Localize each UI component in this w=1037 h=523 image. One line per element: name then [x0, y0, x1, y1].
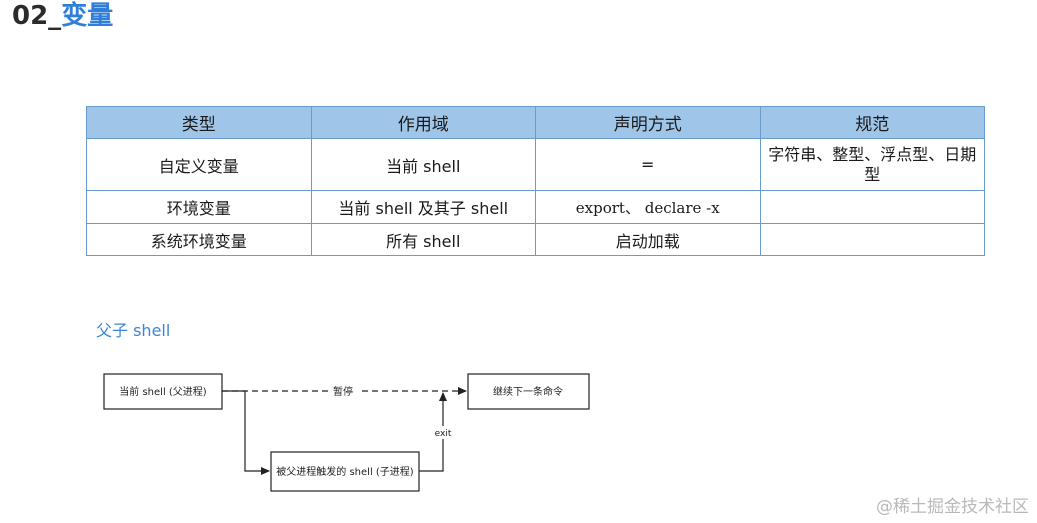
- page-title: 02_变量: [12, 0, 113, 32]
- cell-declaration: =: [535, 138, 761, 191]
- cell-declaration: export、 declare -x: [535, 190, 761, 224]
- cell-scope: 当前 shell 及其子 shell: [310, 190, 536, 224]
- parent-process-box: [103, 373, 223, 410]
- next-command-box: [467, 373, 590, 410]
- table-row: 自定义变量 当前 shell = 字符串、整型、浮点型、日期型: [86, 138, 985, 191]
- page-title-number: 02_: [12, 1, 62, 31]
- child-process-node: 被父进程触发的 shell (子进程): [270, 451, 420, 492]
- pause-label-bg: [328, 384, 358, 398]
- cell-scope: 所有 shell: [310, 223, 536, 256]
- parent-process-label: 当前 shell (父进程): [119, 385, 207, 398]
- cell-scope: 当前 shell: [310, 138, 536, 191]
- header-spec: 规范: [759, 106, 985, 139]
- header-scope: 作用域: [310, 106, 536, 139]
- parent-process-node: 当前 shell (父进程): [103, 373, 223, 410]
- pause-label: 暂停: [333, 385, 353, 398]
- exit-label-bg: [430, 426, 457, 439]
- variables-table: 类型 作用域 声明方式 规范 自定义变量 当前 shell = 字符串、整型、浮…: [86, 106, 985, 256]
- header-declaration: 声明方式: [535, 106, 761, 139]
- child-process-label: 被父进程触发的 shell (子进程): [276, 465, 414, 478]
- cell-spec: [759, 190, 985, 224]
- exit-arrow: [419, 392, 447, 472]
- cell-type: 自定义变量: [86, 138, 312, 191]
- cell-spec: 字符串、整型、浮点型、日期型: [759, 138, 985, 191]
- cell-declaration: 启动加载: [535, 223, 761, 256]
- next-command-node: 继续下一条命令: [467, 373, 590, 410]
- exit-label: exit: [435, 429, 452, 439]
- header-type: 类型: [86, 106, 312, 139]
- page-title-topic: 变量: [61, 1, 114, 31]
- table-header-row: 类型 作用域 声明方式 规范: [86, 106, 985, 139]
- site-watermark: @稀土掘金技术社区: [876, 497, 1029, 517]
- section-heading: 父子 shell: [96, 321, 171, 340]
- cell-type: 系统环境变量: [86, 223, 312, 256]
- next-command-label: 继续下一条命令: [493, 385, 563, 398]
- child-process-box: [270, 451, 420, 492]
- spawn-child-arrow: [222, 390, 270, 475]
- table-row: 系统环境变量 所有 shell 启动加载: [86, 223, 985, 256]
- cell-spec: [759, 223, 985, 256]
